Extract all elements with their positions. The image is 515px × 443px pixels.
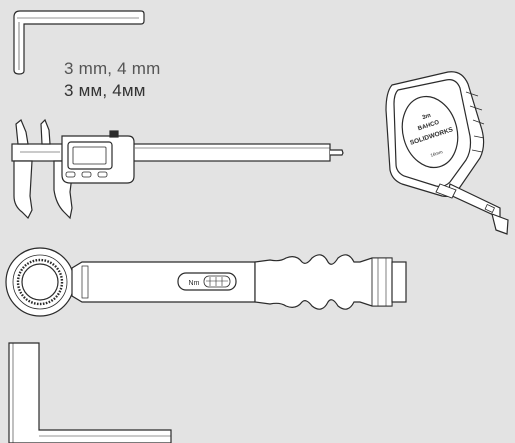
digital-caliper-icon (11, 118, 344, 220)
torque-wrench-icon: Nm (5, 247, 407, 317)
square-tool-icon (8, 342, 172, 443)
hex-key-size-caption: 3 mm, 4 mm 3 мм, 4мм (64, 58, 160, 102)
hex-key-size-en: 3 mm, 4 mm (64, 59, 161, 78)
tape-length-label: 3m (422, 113, 432, 121)
torque-unit-label: Nm (189, 280, 200, 287)
tape-measure-icon: 3m BAHCO SOLIDWORKS 16mm (385, 71, 509, 235)
hex-key-size-ru: 3 мм, 4мм (64, 81, 146, 100)
hex-key-icon (13, 10, 145, 75)
tape-width-label: 16mm (430, 149, 444, 158)
